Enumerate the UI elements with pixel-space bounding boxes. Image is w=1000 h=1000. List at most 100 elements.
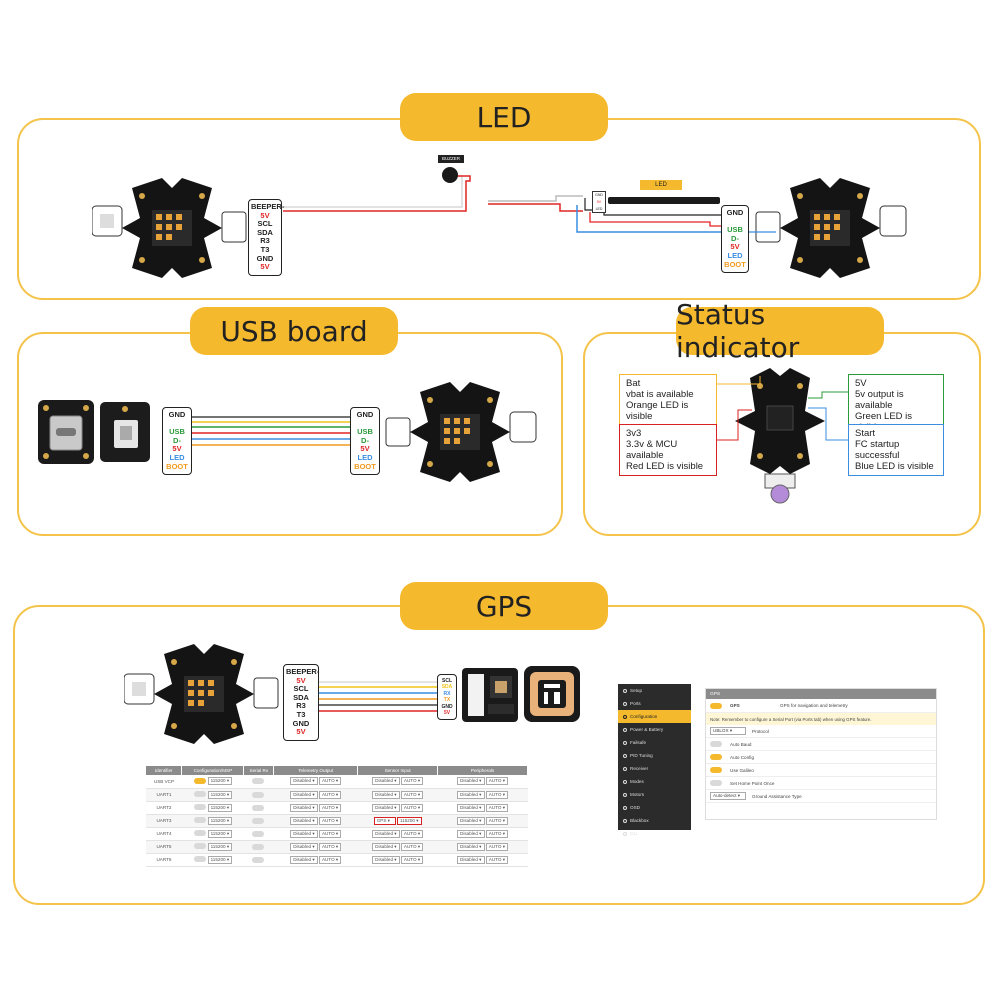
led-strip [608, 197, 720, 208]
menu-icon [623, 753, 627, 758]
peripheral-select[interactable]: Disabled ▾ [457, 816, 485, 825]
peripheral-baud-select[interactable]: AUTO ▾ [485, 855, 509, 864]
baud-select[interactable]: 115200 ▾ [207, 790, 233, 799]
pin-led: LED [357, 452, 373, 462]
pin-led: LED [169, 452, 185, 462]
sidebar-item-failsafe[interactable]: Failsafe [618, 736, 691, 749]
menu-icon [623, 805, 627, 810]
gps-option-toggle[interactable] [710, 780, 722, 786]
serial-rx-toggle[interactable] [251, 804, 264, 811]
sidebar-item-cli[interactable]: CLI [618, 827, 691, 840]
sensor-select[interactable]: GPS ▾ [373, 816, 396, 825]
baud-select[interactable]: 115200 ▾ [207, 803, 233, 812]
telemetry-select[interactable]: Disabled ▾ [290, 855, 318, 864]
sidebar-item-receiver[interactable]: Receiver [618, 762, 691, 775]
usb-section-title: USB board [190, 307, 398, 355]
sidebar-item-ports[interactable]: Ports [618, 697, 691, 710]
sidebar-item-motors[interactable]: Motors [618, 788, 691, 801]
peripheral-select[interactable]: Disabled ▾ [457, 829, 485, 838]
telemetry-select[interactable]: Disabled ▾ [290, 842, 318, 851]
menu-icon [623, 701, 627, 706]
gps-panel-title: GPS [706, 689, 936, 699]
sensor-select[interactable]: Disabled ▾ [372, 842, 400, 851]
baud-select[interactable]: 115200 ▾ [207, 842, 233, 851]
sidebar-item-modes[interactable]: Modes [618, 775, 691, 788]
telemetry-baud-select[interactable]: AUTO ▾ [318, 842, 342, 851]
fc-board-led-right [750, 178, 910, 278]
sensor-select[interactable]: Disabled ▾ [372, 803, 400, 812]
peripheral-select[interactable]: Disabled ▾ [457, 777, 485, 786]
sensor-baud-select[interactable]: AUTO ▾ [400, 829, 424, 838]
telemetry-select[interactable]: Disabled ▾ [290, 777, 318, 786]
sensor-select[interactable]: Disabled ▾ [372, 855, 400, 864]
row-identifier: UART1 [146, 788, 182, 802]
menu-icon [623, 740, 627, 745]
sensor-select[interactable]: Disabled ▾ [372, 790, 400, 799]
sensor-select[interactable]: Disabled ▾ [372, 777, 400, 786]
baud-select[interactable]: 115200 ▾ [207, 855, 233, 864]
peripheral-baud-select[interactable]: AUTO ▾ [485, 842, 509, 851]
telemetry-baud-select[interactable]: AUTO ▾ [318, 829, 342, 838]
bat-callout: Bat vbat is available Orange LED is visi… [619, 374, 717, 426]
peripheral-select[interactable]: Disabled ▾ [457, 842, 485, 851]
buzzer-icon [442, 167, 458, 183]
sensor-baud-select[interactable]: AUTO ▾ [400, 842, 424, 851]
peripheral-select[interactable]: Disabled ▾ [457, 855, 485, 864]
sensor-baud-select[interactable]: AUTO ▾ [400, 777, 424, 786]
telemetry-select[interactable]: Disabled ▾ [290, 790, 318, 799]
sidebar-item-pid-tuning[interactable]: PID Tuning [618, 749, 691, 762]
sidebar-item-osd[interactable]: OSD [618, 801, 691, 814]
sidebar-item-power-battery[interactable]: Power & Battery [618, 723, 691, 736]
sidebar-item-setup[interactable]: Setup [618, 684, 691, 697]
peripheral-select[interactable]: Disabled ▾ [457, 790, 485, 799]
telemetry-baud-select[interactable]: AUTO ▾ [318, 855, 342, 864]
msp-toggle[interactable] [193, 817, 206, 824]
gps-feature-toggle[interactable] [710, 702, 722, 709]
assist-select[interactable]: Auto-detect ▾ [710, 792, 746, 800]
peripheral-baud-select[interactable]: AUTO ▾ [485, 803, 509, 812]
telemetry-baud-select[interactable]: AUTO ▾ [318, 777, 342, 786]
telemetry-select[interactable]: Disabled ▾ [290, 816, 318, 825]
sensor-baud-select[interactable]: AUTO ▾ [400, 790, 424, 799]
serial-rx-toggle[interactable] [251, 791, 264, 798]
serial-rx-toggle[interactable] [251, 856, 264, 863]
sensor-baud-select[interactable]: AUTO ▾ [400, 803, 424, 812]
sidebar-item-configuration[interactable]: Configuration [618, 710, 691, 723]
serial-rx-toggle[interactable] [251, 830, 264, 837]
baud-select[interactable]: 115200 ▾ [207, 829, 233, 838]
peripheral-select[interactable]: Disabled ▾ [457, 803, 485, 812]
sensor-baud-select[interactable]: 115200 ▾ [396, 816, 422, 825]
baud-select[interactable]: 115200 ▾ [207, 816, 233, 825]
msp-toggle[interactable] [193, 778, 206, 785]
msp-toggle[interactable] [193, 856, 206, 863]
telemetry-select[interactable]: Disabled ▾ [290, 829, 318, 838]
sidebar-item-blackbox[interactable]: Blackbox [618, 814, 691, 827]
peripheral-baud-select[interactable]: AUTO ▾ [485, 816, 509, 825]
peripheral-baud-select[interactable]: AUTO ▾ [485, 829, 509, 838]
gps-option-toggle[interactable] [710, 754, 722, 760]
gps-option-toggle[interactable] [710, 767, 722, 773]
baud-select[interactable]: 115200 ▾ [207, 777, 233, 786]
telemetry-baud-select[interactable]: AUTO ▾ [318, 790, 342, 799]
sensor-select[interactable]: Disabled ▾ [372, 829, 400, 838]
fc-board-led-left [92, 178, 252, 278]
telemetry-select[interactable]: Disabled ▾ [290, 803, 318, 812]
serial-rx-toggle[interactable] [251, 843, 264, 850]
gps-module-front [524, 666, 580, 722]
serial-rx-toggle[interactable] [251, 778, 264, 785]
msp-toggle[interactable] [193, 830, 206, 837]
serial-rx-toggle[interactable] [251, 817, 264, 824]
peripheral-baud-select[interactable]: AUTO ▾ [485, 777, 509, 786]
sensor-baud-select[interactable]: AUTO ▾ [400, 855, 424, 864]
protocol-select[interactable]: UBLOX ▾ [710, 727, 746, 735]
telemetry-baud-select[interactable]: AUTO ▾ [318, 803, 342, 812]
msp-toggle[interactable] [193, 791, 206, 798]
start-callout: Start FC startup successful Blue LED is … [848, 424, 944, 476]
row-identifier: UART5 [146, 840, 182, 854]
peripheral-baud-select[interactable]: AUTO ▾ [485, 790, 509, 799]
msp-toggle[interactable] [193, 804, 206, 811]
gps-option-toggle[interactable] [710, 741, 722, 747]
msp-toggle[interactable] [193, 843, 206, 850]
telemetry-baud-select[interactable]: AUTO ▾ [318, 816, 342, 825]
col-sensor: Sensor Input [357, 766, 439, 775]
